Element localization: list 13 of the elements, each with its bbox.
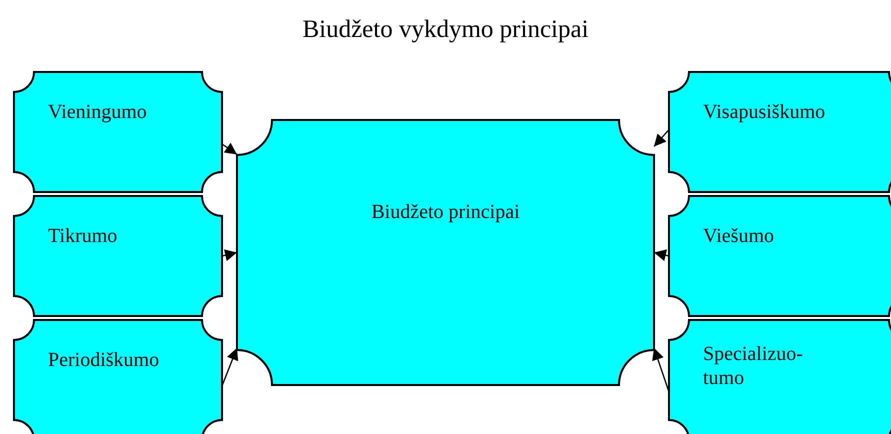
- arrow: [652, 348, 670, 392]
- box-label: Biudžeto principai: [370, 200, 521, 224]
- arrow: [654, 129, 670, 147]
- box-label: Specializuo- tumo: [703, 342, 804, 390]
- box-label: Visapusiškumo: [703, 100, 826, 124]
- box-label: Vieningumo: [48, 100, 148, 124]
- box-label: Tikrumo: [48, 224, 118, 248]
- box-label: Viešumo: [703, 224, 776, 248]
- arrow: [222, 249, 238, 262]
- arrow: [654, 249, 670, 262]
- box-label: Periodiškumo: [48, 348, 160, 372]
- diagram-title: Biudžeto vykdymo principai: [301, 16, 590, 44]
- arrow: [222, 142, 238, 155]
